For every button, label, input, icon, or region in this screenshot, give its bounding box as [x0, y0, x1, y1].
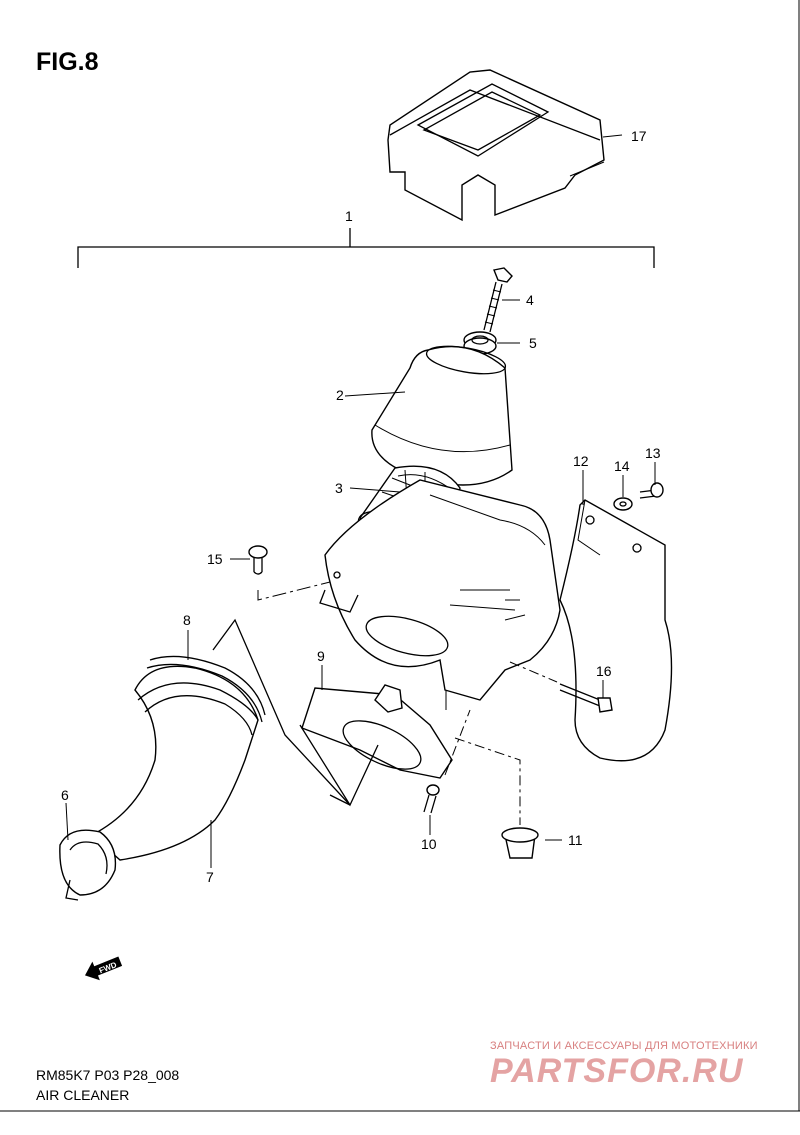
model-code: RM85K7 P03 P28_008: [36, 1067, 180, 1083]
part-16-bolt: [509, 661, 613, 713]
callout-14: 14: [614, 458, 630, 474]
callout-4: 4: [526, 292, 534, 308]
forward-direction-badge: FWD: [84, 956, 123, 981]
part-13-bolt: [639, 482, 664, 499]
callout-1: 1: [345, 208, 353, 224]
part-7-intake-boot: [90, 665, 259, 861]
section-name: AIR CLEANER: [36, 1087, 130, 1103]
part-2-filter-element: [371, 345, 513, 486]
part-4-wing-bolt: [483, 267, 513, 333]
callout-10: 10: [421, 836, 437, 852]
callout-9: 9: [317, 648, 325, 664]
watermark-logo: PARTSFOR.RU: [490, 1052, 744, 1090]
callout-15: 15: [207, 551, 223, 567]
figure-title: FIG.8: [36, 48, 99, 76]
callout-6: 6: [61, 787, 69, 803]
part-15-screw: [248, 545, 331, 601]
callout-2: 2: [336, 387, 344, 403]
assembly-1-bracket: [77, 228, 655, 268]
leader-lines: [65, 134, 656, 868]
callout-17: 17: [631, 128, 647, 144]
callout-11: 11: [568, 832, 583, 848]
part-11-drain-plug: [445, 690, 539, 859]
part-12-mud-guard: [559, 499, 673, 762]
callout-3: 3: [335, 480, 343, 496]
callout-7: 7: [206, 869, 214, 885]
part-14-collar: [613, 497, 633, 511]
part-9-intake-flange: [301, 684, 453, 779]
assembly-guide-lines: [212, 618, 379, 807]
callout-13: 13: [645, 445, 661, 461]
callout-12: 12: [573, 453, 589, 469]
part-10-screw: [423, 709, 471, 814]
part-17-cover: [387, 69, 605, 222]
part-8-clamp: [146, 655, 266, 723]
callout-8: 8: [183, 612, 191, 628]
callout-5: 5: [529, 335, 537, 351]
watermark-tagline: ЗАПЧАСТИ И АКСЕССУАРЫ ДЛЯ МОТОТЕХНИКИ: [490, 1040, 758, 1052]
callout-16: 16: [596, 663, 612, 679]
part-6-clamp: [59, 829, 117, 901]
fwd-label: FWD: [98, 960, 118, 975]
callout-labels: 1 2 3 4 5 6 7 8 9 10 11 12 13 14 15 16 1…: [61, 128, 661, 885]
air-box-body: [319, 479, 561, 701]
